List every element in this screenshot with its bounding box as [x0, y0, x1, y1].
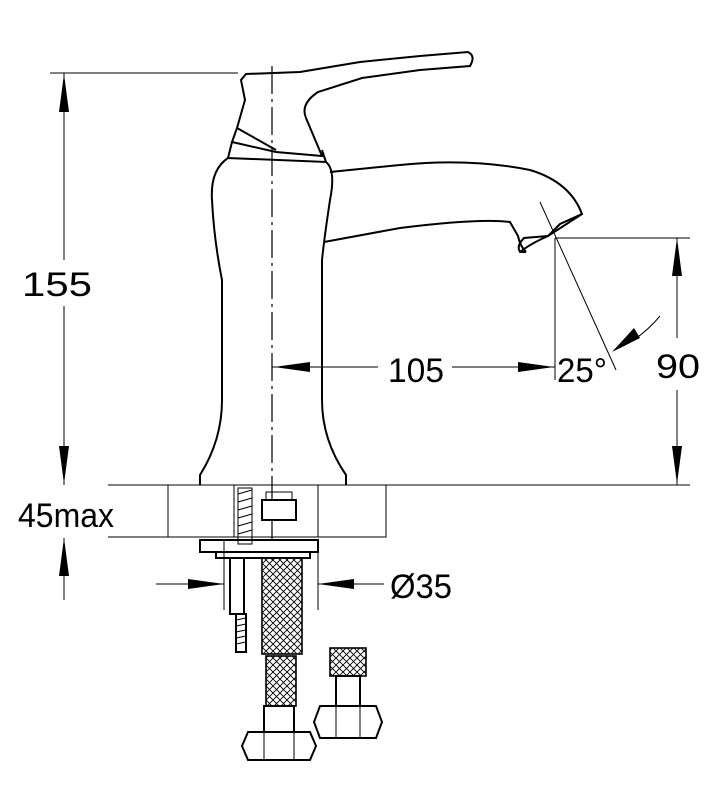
height-total-label: 155: [22, 266, 92, 304]
dimension-spout-angle: 25°: [539, 201, 661, 390]
faucet-body: [199, 50, 584, 485]
deck-thickness-label: 45max: [18, 497, 114, 535]
hole-diameter-label: Ø35: [390, 568, 452, 606]
dimension-hole-diameter: Ø35: [156, 540, 452, 610]
deck-section: [108, 484, 387, 538]
spout-angle-label: 25°: [557, 352, 607, 390]
spout-reach-label: 105: [388, 352, 444, 390]
spout-height-label: 90: [656, 348, 700, 386]
dimension-deck-thickness: 45max: [18, 497, 114, 600]
dimension-spout-reach: 105: [272, 238, 556, 390]
dimension-height-total: 155: [22, 72, 238, 485]
dimension-spout-height: 90: [348, 237, 700, 486]
mounting-hardware: [199, 487, 384, 761]
